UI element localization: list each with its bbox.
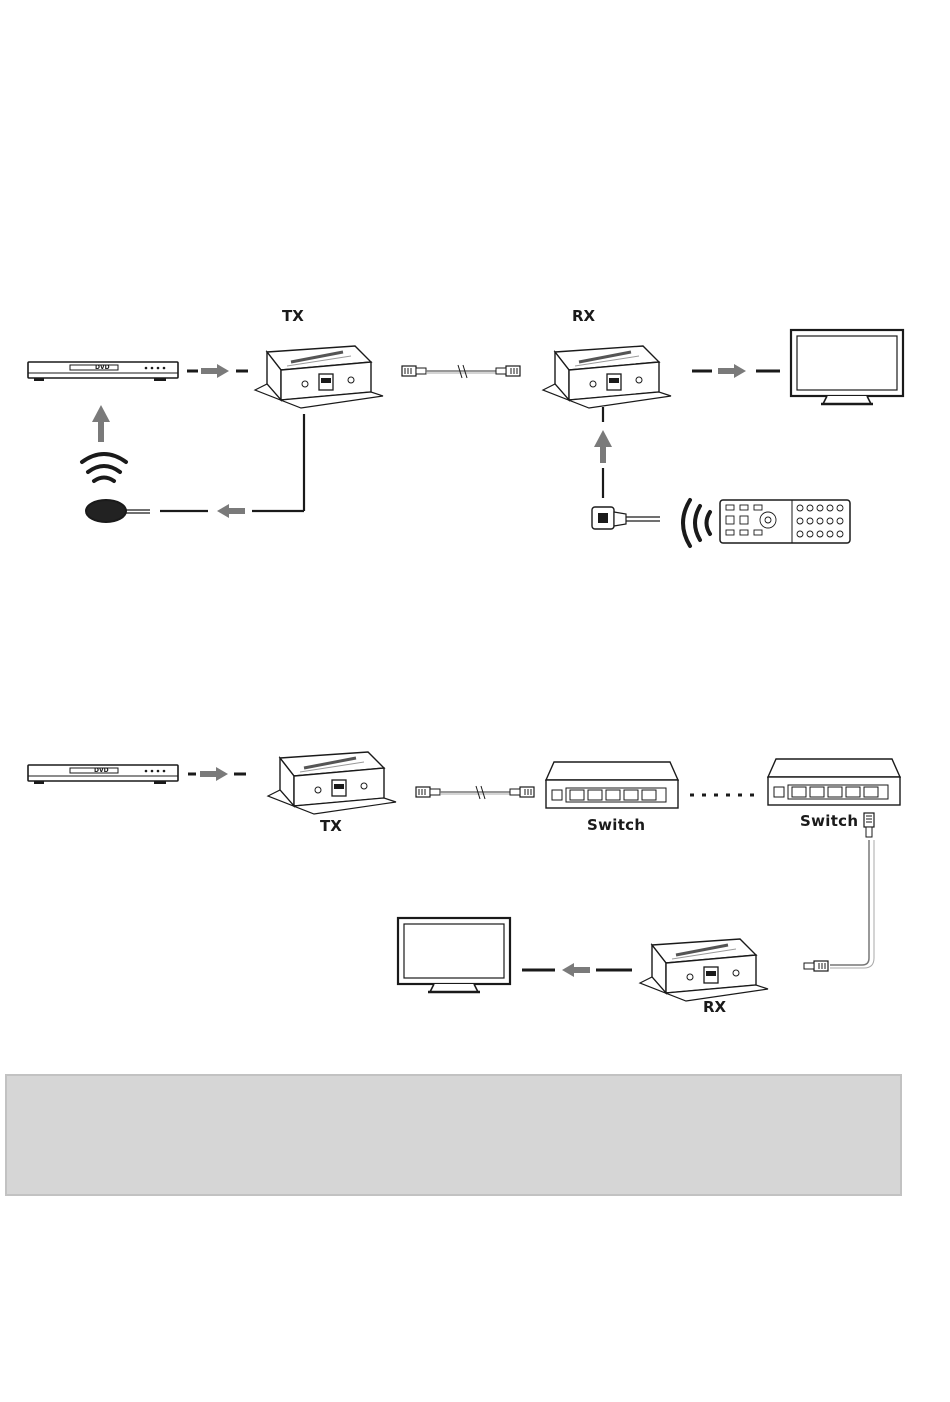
- ir-receiver-up-arrow: [594, 430, 612, 463]
- arrow-rx-to-tv: [718, 364, 746, 378]
- remote-control-icon: [720, 500, 850, 543]
- ir-waves-icon: [82, 454, 126, 481]
- tv-1: [791, 330, 903, 404]
- rx-label-2: RX: [703, 998, 726, 1016]
- remote-waves-icon: [683, 500, 710, 546]
- tx-label-1: TX: [282, 307, 304, 325]
- rx-extender-2: [640, 939, 768, 1001]
- rx-label-1: RX: [572, 307, 595, 325]
- switch-2: [768, 759, 900, 805]
- ir-receiver-icon: [592, 507, 660, 529]
- dvd-label-1: DVD: [95, 364, 110, 371]
- tx-extender-1: [255, 346, 383, 408]
- arrow-tx-to-blaster: [217, 504, 245, 518]
- tx-label-2: TX: [320, 817, 342, 835]
- arrow-rx-to-tv-2: [562, 963, 590, 977]
- note-box: [5, 1074, 902, 1196]
- network-cable-2: [416, 786, 534, 799]
- switch-label-1: Switch: [587, 816, 645, 834]
- tv-2: [398, 918, 510, 992]
- ir-blaster-icon: [86, 500, 150, 522]
- ir-up-arrow: [92, 405, 110, 442]
- network-cable-1: [402, 365, 520, 378]
- tx-extender-2: [268, 752, 396, 814]
- arrow-dvd-to-tx-2: [200, 767, 228, 781]
- diagram-2: [28, 752, 900, 1001]
- rx-extender-1: [543, 346, 671, 408]
- diagram-1: [28, 330, 903, 546]
- switch-label-2: Switch: [800, 812, 858, 830]
- network-cable-3: [804, 813, 874, 971]
- arrow-dvd-to-tx: [201, 364, 229, 378]
- switch-1: [546, 762, 678, 808]
- dvd-label-2: DVD: [94, 767, 109, 774]
